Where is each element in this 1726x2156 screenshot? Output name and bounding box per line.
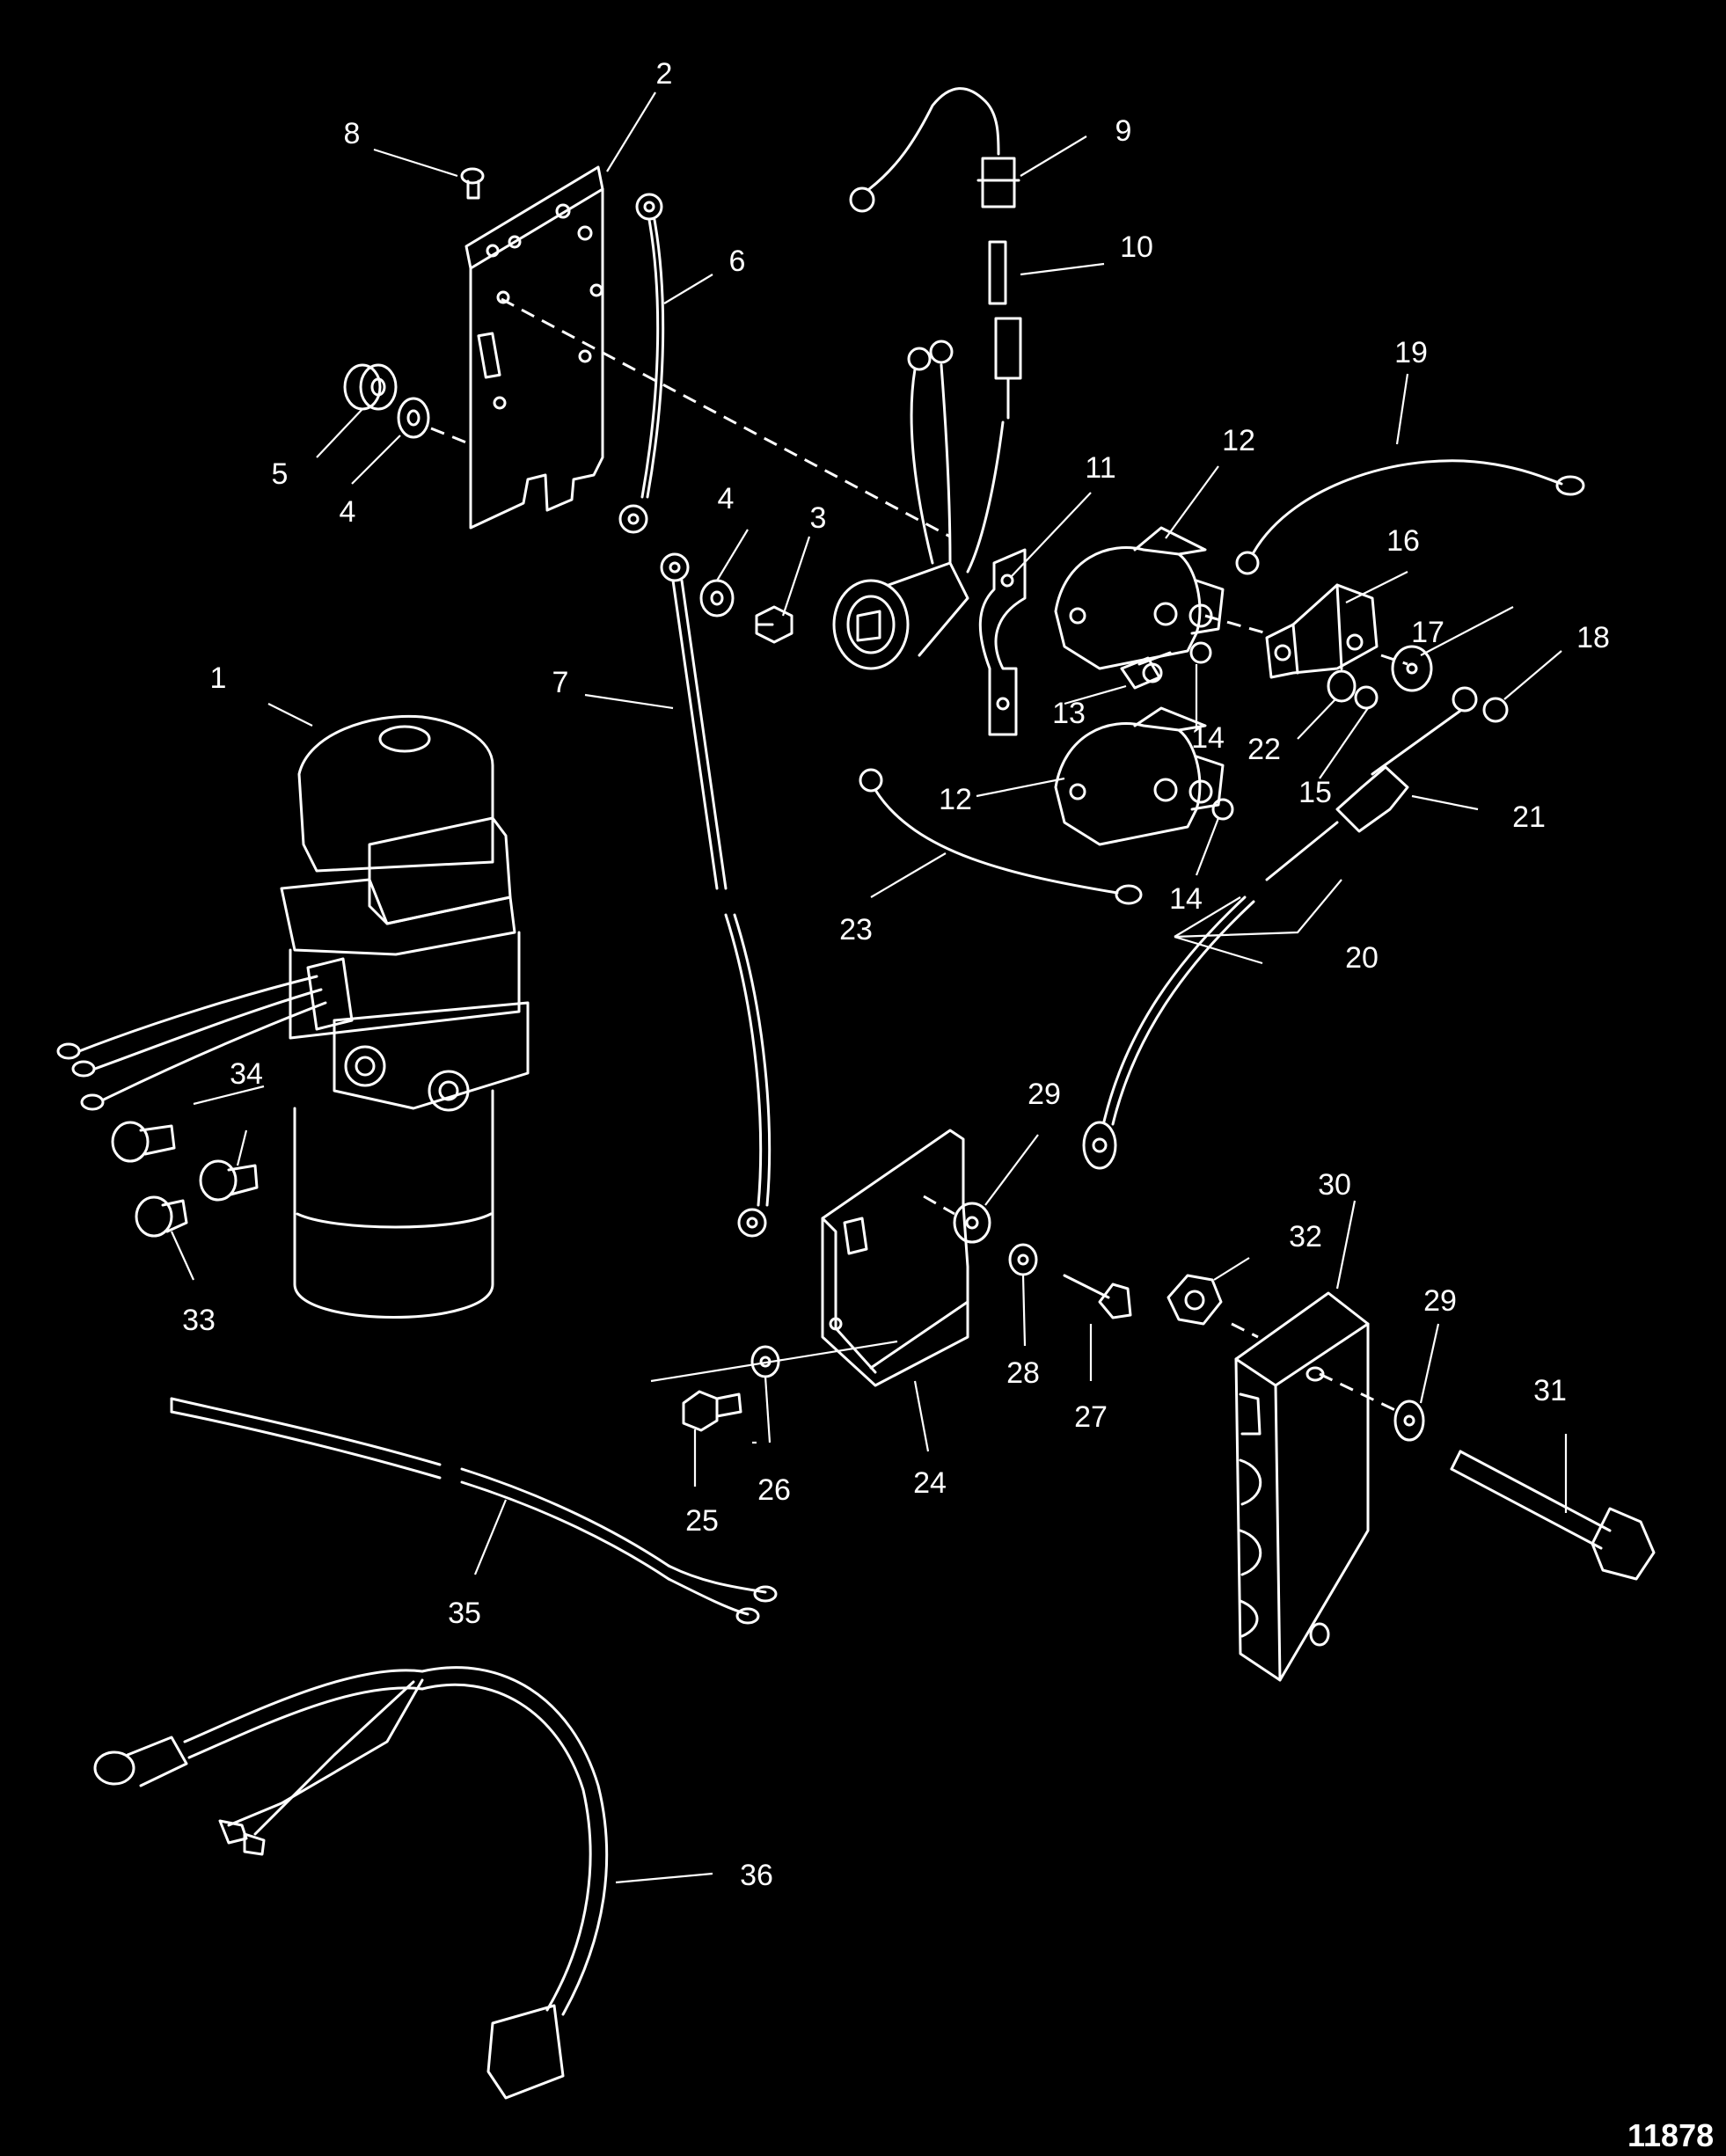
callout-4: 4 — [718, 482, 735, 515]
part-sender-9 — [849, 87, 1020, 213]
callout-28: 28 — [1006, 1356, 1040, 1390]
callout-23: 23 — [839, 913, 873, 946]
part-bolt-27 — [1063, 1274, 1132, 1319]
part-spacer-5 — [343, 363, 398, 411]
part-washer-17 — [1391, 645, 1433, 692]
part-bolt-25 — [682, 1390, 742, 1432]
callout-10: 10 — [1120, 230, 1153, 264]
part-fitting-33 — [135, 1195, 188, 1238]
part-bracket-24 — [821, 1129, 969, 1387]
part-fitting-34 — [111, 1121, 259, 1202]
callout-20: 20 — [1345, 941, 1379, 975]
callout-11: 11 — [1085, 451, 1115, 485]
callout-5: 5 — [272, 457, 289, 491]
part-pump-motor-1 — [56, 714, 530, 1319]
callout-7: 7 — [552, 666, 569, 699]
callout-16: 16 — [1386, 524, 1420, 558]
callout-12: 12 — [1222, 424, 1255, 457]
callout-13: 13 — [1052, 697, 1086, 730]
callout-4: 4 — [340, 495, 356, 529]
callout-3: 3 — [810, 501, 827, 535]
part-lead-19 — [1235, 459, 1585, 575]
callout-22: 22 — [1247, 733, 1281, 766]
part-ground-lead-6 — [618, 193, 665, 534]
part-nut-14-bottom — [1211, 798, 1234, 821]
callout-35: 35 — [448, 1597, 481, 1630]
part-washer-28 — [1008, 1243, 1038, 1276]
part-connector-harness — [832, 340, 1005, 670]
part-washer-4 — [397, 397, 430, 439]
leader-lines — [170, 91, 1568, 1884]
part-lead-7 — [660, 552, 772, 1238]
callout-29: 29 — [1028, 1078, 1061, 1111]
callout-14: 14 — [1191, 721, 1225, 755]
callout-1: 1 — [210, 661, 227, 695]
callout-25: 25 — [685, 1504, 719, 1538]
part-block-30 — [1234, 1291, 1370, 1682]
part-nut-15 — [1354, 685, 1379, 710]
callout-14: 14 — [1169, 882, 1203, 916]
callout-18: 18 — [1576, 621, 1610, 654]
part-clip-11 — [978, 548, 1027, 736]
part-nut-18 — [1482, 697, 1509, 723]
part-bolt-13 — [1120, 651, 1172, 690]
callout-34: 34 — [230, 1057, 263, 1091]
part-switch-16 — [1265, 583, 1379, 679]
callout-26: 26 — [757, 1473, 791, 1507]
callout-33: 33 — [182, 1304, 216, 1337]
callout-36: 36 — [740, 1859, 773, 1892]
callout-31: 31 — [1533, 1374, 1567, 1407]
part-lead-20 — [1082, 686, 1478, 1170]
part-screw-8 — [460, 167, 485, 200]
callout-12: 12 — [939, 783, 972, 816]
part-mounting-bracket — [464, 165, 604, 530]
callout-30: 30 — [1318, 1168, 1351, 1202]
part-washer-22 — [1327, 669, 1357, 703]
part-nut-14-top — [1189, 641, 1212, 664]
callout-2: 2 — [656, 57, 673, 91]
part-solenoid-12-bottom — [1054, 706, 1225, 846]
part-lead-23 — [859, 768, 1143, 905]
callout-21: 21 — [1512, 800, 1546, 834]
callout-8: 8 — [344, 117, 361, 150]
part-nut-32 — [1167, 1274, 1223, 1326]
callout-17: 17 — [1411, 616, 1444, 649]
part-bolt-3 — [755, 605, 794, 644]
part-bolt-31 — [1450, 1450, 1656, 1581]
callout-27: 27 — [1074, 1400, 1108, 1434]
part-fuse-10 — [988, 240, 1022, 420]
part-harness-35 — [170, 1397, 778, 1625]
part-washer-29b — [1393, 1400, 1425, 1442]
callout-32: 32 — [1289, 1220, 1322, 1253]
callout-15: 15 — [1298, 776, 1332, 809]
part-harness-36 — [93, 1666, 609, 2100]
callout-29: 29 — [1423, 1284, 1457, 1318]
callout-9: 9 — [1115, 114, 1132, 148]
callout-6: 6 — [729, 245, 746, 278]
part-washer-29 — [953, 1202, 991, 1244]
part-washer-4b — [699, 579, 735, 618]
part-solenoid-12-top — [1054, 526, 1225, 670]
callout-24: 24 — [913, 1466, 947, 1500]
callout-19: 19 — [1394, 336, 1428, 369]
figure-reference: 11878 — [1627, 2117, 1714, 2152]
